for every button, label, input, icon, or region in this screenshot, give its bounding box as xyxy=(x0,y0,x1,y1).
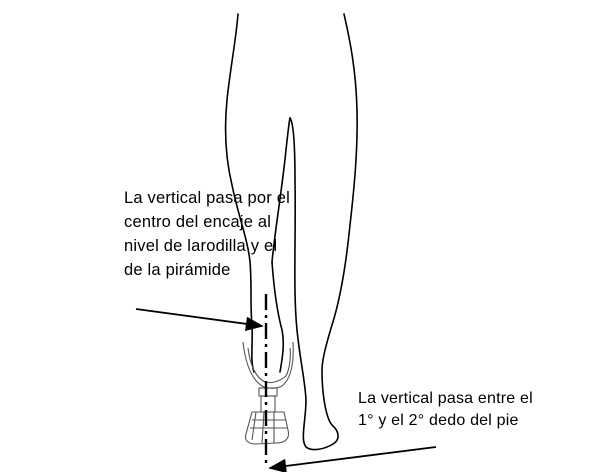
socket-note-line-1: La vertical pasa por el xyxy=(124,189,291,207)
foot-note-line-1: La vertical pasa entre el xyxy=(358,390,533,407)
foot-alignment-note: La vertical pasa entre el 1° y el 2° ded… xyxy=(358,388,533,432)
socket-note-line-4: de la pirámide xyxy=(124,261,231,279)
pyramid-adapter xyxy=(258,387,278,397)
residual-limb-inner-contour xyxy=(271,261,285,373)
foot-detail xyxy=(250,411,288,444)
socket-alignment-note: La vertical pasa por el centro del encaj… xyxy=(124,186,290,282)
prosthesis xyxy=(242,341,294,445)
socket-note-line-3: nivel de larodilla y el xyxy=(124,237,278,255)
prosthetic-foot xyxy=(244,411,290,445)
socket-pointer-arrow xyxy=(135,308,264,331)
socket xyxy=(242,341,294,389)
socket-note-line-2: centro del encaje al xyxy=(124,213,272,231)
pylon xyxy=(260,395,276,413)
foot-pointer-arrow xyxy=(268,446,437,472)
socket-inner xyxy=(247,347,291,384)
inner-thigh-contour xyxy=(271,117,291,263)
sound-leg-inner-contour xyxy=(289,117,339,451)
foot-note-line-2: 1° y el 2° dedo del pie xyxy=(358,412,519,429)
sound-leg-outer-contour xyxy=(321,13,358,371)
